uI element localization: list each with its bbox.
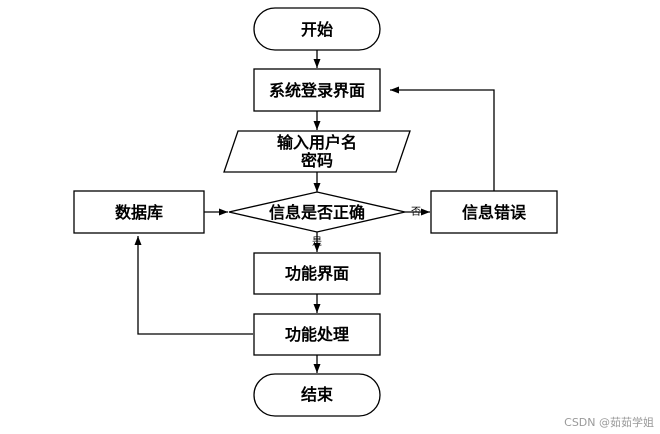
process-node xyxy=(253,313,381,356)
start-node xyxy=(253,7,381,51)
input-label-line1: 输入用户名 xyxy=(277,133,357,152)
decision-node xyxy=(228,191,406,233)
edge-error-to-login xyxy=(390,86,495,191)
login-label: 系统登录界面 xyxy=(269,81,365,100)
start-label: 开始 xyxy=(301,20,333,39)
input-label-line2: 密码 xyxy=(300,151,333,170)
function-ui-node xyxy=(253,252,381,295)
error-label: 信息错误 xyxy=(462,203,527,222)
end-label: 结束 xyxy=(300,385,334,404)
edge-label-yes: 是 xyxy=(312,236,322,248)
database-label: 数据库 xyxy=(115,203,163,222)
end-node xyxy=(253,373,381,417)
edge-label-no: 否 xyxy=(411,206,421,218)
edge-process-to-database xyxy=(134,236,253,335)
error-node xyxy=(430,190,558,234)
watermark-text: CSDN @茹茹学姐 xyxy=(564,415,654,429)
decision-label: 信息是否正确 xyxy=(269,203,365,222)
database-node xyxy=(73,190,205,234)
login-node xyxy=(253,68,381,112)
process-label: 功能处理 xyxy=(285,325,349,344)
input-node xyxy=(223,130,411,173)
function-ui-label: 功能界面 xyxy=(285,264,349,283)
